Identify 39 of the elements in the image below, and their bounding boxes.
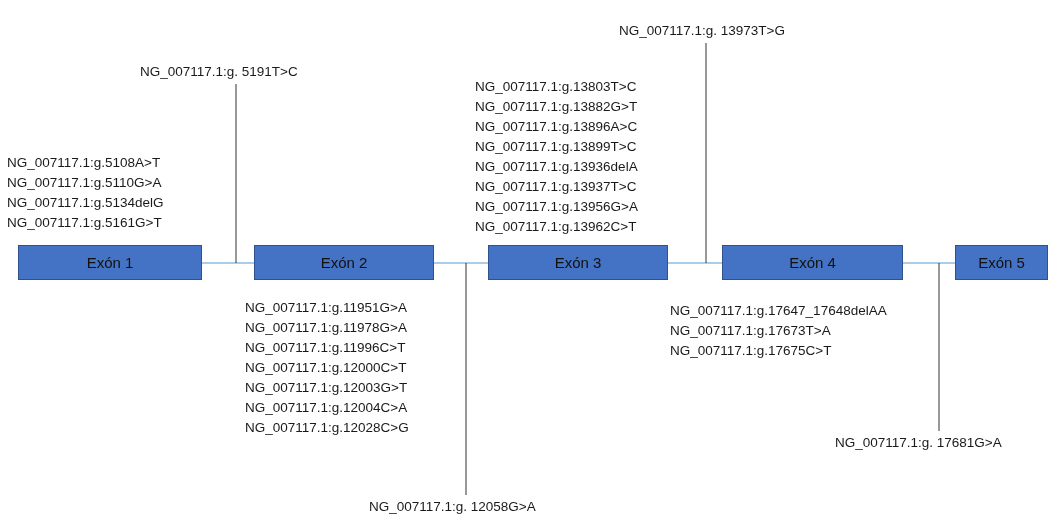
variant-label: NG_007117.1:g.13899T>C (475, 138, 637, 156)
variant-label: NG_007117.1:g.17647_17648delAA (670, 302, 887, 320)
variant-label: NG_007117.1:g. 13973T>G (619, 21, 785, 41)
variant-label: NG_007117.1:g.5110G>A (7, 174, 162, 192)
variant-label: NG_007117.1:g.13882G>T (475, 98, 638, 116)
connector-line (433, 262, 489, 264)
leader-line (705, 42, 707, 264)
connector-line (667, 262, 723, 264)
leader-line (465, 262, 467, 496)
leader-line (235, 83, 237, 264)
variant-label: NG_007117.1:g.5134delG (7, 194, 164, 212)
variant-label: NG_007117.1:g.12000C>T (245, 359, 407, 377)
variant-label: NG_007117.1:g.17673T>A (670, 322, 831, 340)
exon-box: Exón 4 (722, 245, 903, 280)
exon-box: Exón 1 (18, 245, 202, 280)
leader-line (938, 262, 940, 432)
variant-label: NG_007117.1:g.5161G>T (7, 214, 162, 232)
variant-label: NG_007117.1:g.5108A>T (7, 154, 161, 172)
connector-line (902, 262, 956, 264)
exon-box: Exón 3 (488, 245, 668, 280)
variant-label: NG_007117.1:g.13803T>C (475, 78, 637, 96)
variant-label: NG_007117.1:g.11996C>T (245, 339, 406, 357)
variant-label: NG_007117.1:g.11951G>A (245, 299, 407, 317)
variant-label: NG_007117.1:g. 5191T>C (140, 62, 298, 82)
variant-label: NG_007117.1:g.12003G>T (245, 379, 408, 397)
variant-label: NG_007117.1:g.13936delA (475, 158, 638, 176)
connector-line (201, 262, 255, 264)
variant-label: NG_007117.1:g.13962C>T (475, 218, 637, 236)
variant-label: NG_007117.1:g.13956G>A (475, 198, 638, 216)
variant-label: NG_007117.1:g.13896A>C (475, 118, 638, 136)
variant-label: NG_007117.1:g. 17681G>A (835, 433, 1002, 453)
exon-box: Exón 5 (955, 245, 1048, 280)
variant-label: NG_007117.1:g.11978G>A (245, 319, 407, 337)
variant-label: NG_007117.1:g.17675C>T (670, 342, 832, 360)
exon-box: Exón 2 (254, 245, 434, 280)
variant-label: NG_007117.1:g.13937T>C (475, 178, 637, 196)
variant-label: NG_007117.1:g.12028C>G (245, 419, 409, 437)
variant-label: NG_007117.1:g. 12058G>A (369, 497, 536, 517)
variant-label: NG_007117.1:g.12004C>A (245, 399, 408, 417)
